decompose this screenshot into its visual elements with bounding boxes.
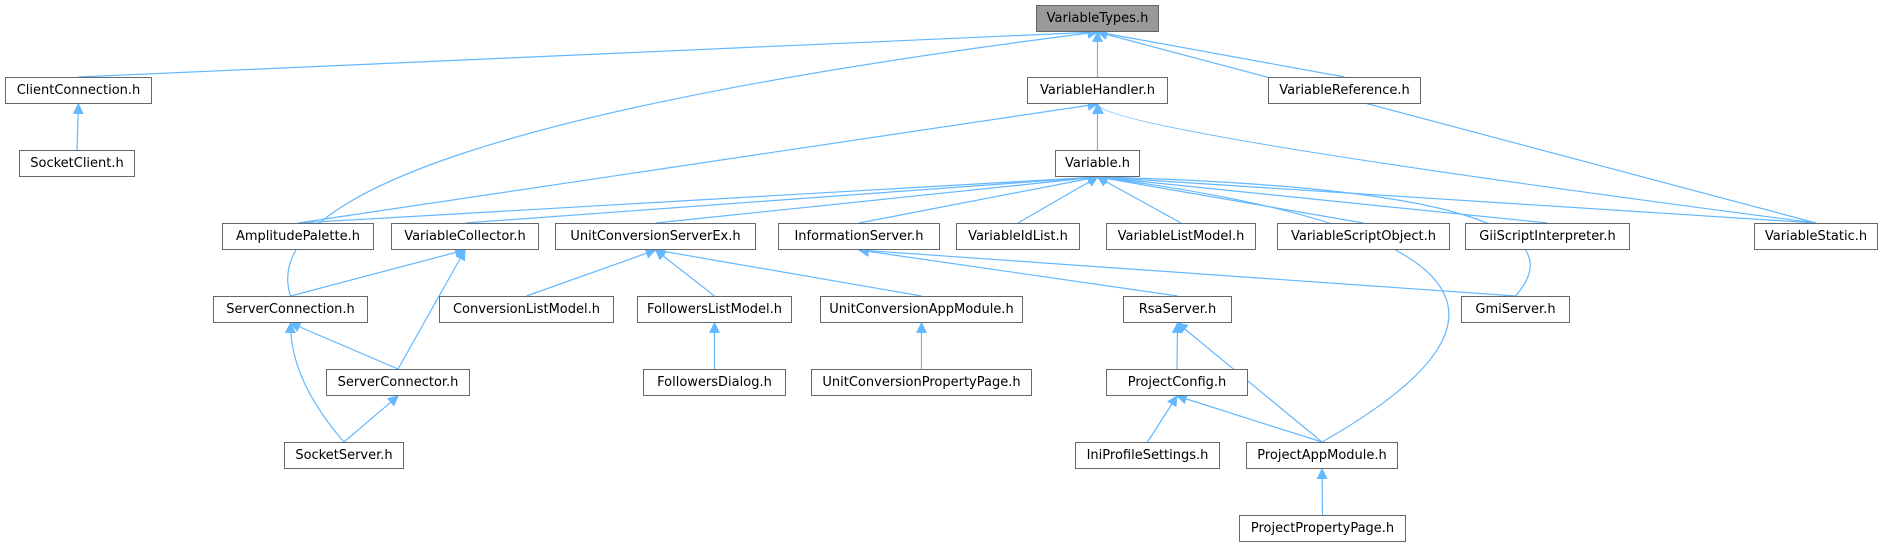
node-projectappmodule[interactable]: ProjectAppModule.h (1246, 442, 1398, 469)
node-projectconfig[interactable]: ProjectConfig.h (1106, 369, 1248, 396)
edge-cc-to-vt (78, 26, 1099, 78)
edge-ap-to-vh (297, 100, 1099, 224)
edge-vid-to-var (1017, 176, 1099, 224)
node-clientconnection[interactable]: ClientConnection.h (5, 77, 152, 104)
node-informationserver[interactable]: InformationServer.h (778, 223, 940, 250)
node-giiscriptinterpreter[interactable]: GiiScriptInterpreter.h (1465, 223, 1630, 250)
edge-scn-to-vt (287, 27, 1099, 297)
edge-ppp-to-pam (1316, 467, 1328, 516)
edge-sco-to-vc (397, 249, 466, 370)
edge-ap-to-var (297, 172, 1099, 224)
node-variableidlist[interactable]: VariableIdList.h (956, 223, 1080, 250)
edge-gmi-to-is (857, 245, 1516, 297)
node-serverconnection[interactable]: ServerConnection.h (213, 296, 368, 323)
edge-gmi-to-var (1096, 171, 1531, 297)
edge-ss-to-scn (284, 321, 345, 443)
node-iniprofilesettings[interactable]: IniProfileSettings.h (1075, 442, 1220, 469)
edge-scn-to-vc (290, 247, 467, 297)
node-unitconversionserverex[interactable]: UnitConversionServerEx.h (555, 223, 756, 250)
edge-vr-to-vt (1096, 28, 1345, 78)
edge-gsi-to-var (1096, 172, 1548, 224)
node-unitconversionpropertypage[interactable]: UnitConversionPropertyPage.h (811, 369, 1032, 396)
node-unitconversionappmodule[interactable]: UnitConversionAppModule.h (820, 296, 1023, 323)
node-variablescriptobject[interactable]: VariableScriptObject.h (1277, 223, 1450, 250)
edge-ucs-to-var (655, 172, 1099, 224)
node-variablecollector[interactable]: VariableCollector.h (391, 223, 539, 250)
node-variablehandler[interactable]: VariableHandler.h (1027, 77, 1168, 104)
node-socketserver[interactable]: SocketServer.h (284, 442, 404, 469)
node-conversionlistmodel[interactable]: ConversionListModel.h (439, 296, 614, 323)
edge-vs-to-vh (1093, 102, 1817, 224)
node-variable[interactable]: Variable.h (1055, 150, 1140, 177)
node-variablereference[interactable]: VariableReference.h (1268, 77, 1421, 104)
edge-is-to-var (858, 173, 1099, 224)
edge-ips-to-pc (1146, 395, 1178, 443)
edge-vs-to-vt (1096, 29, 1817, 224)
edge-clm-to-ucs (526, 248, 657, 297)
edge-pc-to-rsa (1171, 321, 1183, 370)
node-followersdialog[interactable]: FollowersDialog.h (643, 369, 786, 396)
edge-vso-to-var (1096, 173, 1364, 224)
node-serverconnector[interactable]: ServerConnector.h (326, 369, 470, 396)
edge-pam-to-pc (1175, 393, 1323, 443)
edge-ss-to-sco (343, 395, 399, 443)
edge-rsa-to-is (857, 245, 1178, 297)
edge-sco-to-scn (289, 321, 399, 370)
edge-vlm-to-var (1096, 176, 1182, 224)
node-followerslistmodel[interactable]: FollowersListModel.h (637, 296, 792, 323)
edge-vc-to-var (464, 172, 1099, 224)
edge-sc-to-cc (72, 102, 84, 151)
edge-vs-to-var (1096, 172, 1817, 224)
edge-layer (72, 26, 1817, 516)
edge-uam-to-ucs (654, 246, 922, 297)
node-gmiserver[interactable]: GmiServer.h (1461, 296, 1570, 323)
node-socketclient[interactable]: SocketClient.h (19, 150, 135, 177)
edge-pam-to-var (1096, 172, 1450, 443)
node-variablelistmodel[interactable]: VariableListModel.h (1106, 223, 1256, 250)
node-projectpropertypage[interactable]: ProjectPropertyPage.h (1239, 515, 1406, 542)
node-variabletypes: VariableTypes.h (1036, 5, 1159, 32)
edge-pam-to-rsa (1176, 322, 1323, 443)
edge-flm-to-ucs (654, 249, 715, 297)
node-variablestatic[interactable]: VariableStatic.h (1754, 223, 1878, 250)
node-amplitudepalette[interactable]: AmplitudePalette.h (222, 223, 374, 250)
node-rsaserver[interactable]: RsaServer.h (1123, 296, 1232, 323)
